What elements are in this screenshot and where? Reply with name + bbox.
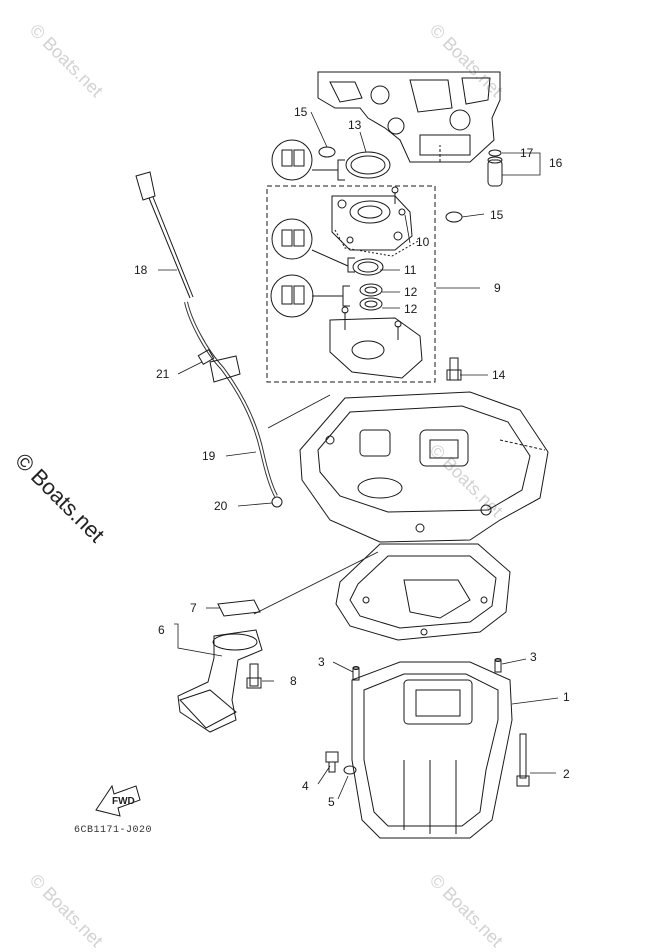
callout-5: 5 — [328, 795, 335, 809]
washer-5 — [343, 765, 357, 775]
fwd-arrow-icon: FWD — [95, 784, 141, 817]
bolt-2 — [516, 733, 530, 787]
fwd-label: FWD — [112, 796, 135, 807]
strainer-gasket-7 — [217, 599, 261, 617]
callout-19: 19 — [202, 449, 216, 463]
callout-1: 1 — [563, 690, 570, 704]
callout-9: 9 — [494, 281, 501, 295]
diagram-code: 6CB1171-J020 — [74, 825, 153, 836]
seal-detail-inset-1 — [271, 139, 313, 181]
oil-seal-12-b — [359, 297, 383, 311]
parts-diagram-canvas: © Boats.net © Boats.net © Boats.net © Bo… — [10, 20, 570, 951]
callout-3-left: 3 — [318, 655, 325, 669]
callout-labels: 1 2 3 3 4 5 6 7 8 9 10 11 12 12 13 14 15… — [134, 105, 570, 809]
callout-6: 6 — [158, 623, 165, 637]
dipstick-18 — [135, 171, 194, 299]
callout-16: 16 — [549, 156, 563, 170]
gasket — [335, 543, 511, 641]
dowel-pin-3-left — [352, 666, 360, 681]
callout-21: 21 — [156, 367, 170, 381]
callout-11: 11 — [404, 263, 417, 277]
oil-seal-13 — [345, 151, 391, 179]
callout-20: 20 — [214, 499, 228, 513]
callout-7: 7 — [190, 601, 197, 615]
oil-seal-11 — [352, 258, 384, 276]
oil-seal-12-a — [359, 283, 383, 297]
oil-pump-cover — [331, 186, 421, 257]
seal-detail-inset-2 — [271, 218, 313, 260]
bolt-21 — [197, 348, 215, 366]
o-ring-20 — [271, 496, 283, 508]
callout-17: 17 — [520, 146, 534, 160]
o-ring-15-right — [445, 211, 463, 223]
dipstick-guide-19 — [184, 301, 278, 497]
bolt-14 — [446, 357, 462, 381]
callout-10: 10 — [416, 235, 430, 249]
oil-pan-1 — [351, 661, 513, 839]
oil-strainer-6 — [177, 629, 263, 733]
callout-12-lower: 12 — [404, 302, 418, 316]
callout-8: 8 — [290, 674, 297, 688]
callout-15-right: 15 — [490, 208, 504, 222]
dowel-pin-16-17 — [487, 149, 503, 187]
callout-13: 13 — [348, 118, 362, 132]
callout-3-right: 3 — [530, 650, 537, 664]
exhaust-guide-plate — [299, 391, 549, 543]
bracket-11 — [347, 257, 355, 273]
assembly-group-9-box — [266, 185, 436, 383]
callout-15-upper: 15 — [294, 105, 308, 119]
bolt-8 — [246, 663, 262, 689]
leader-lines — [158, 111, 559, 800]
bracket-12 — [342, 285, 350, 307]
callout-18: 18 — [134, 263, 148, 277]
powerhead-block — [317, 71, 501, 163]
callout-2: 2 — [563, 767, 570, 781]
callout-12-upper: 12 — [404, 285, 418, 299]
o-ring-15-upper — [318, 146, 336, 158]
callout-14: 14 — [492, 368, 506, 382]
exploded-parts-drawing: FWD — [95, 71, 570, 839]
seal-detail-inset-3 — [270, 274, 314, 318]
leader-inset-2 — [311, 249, 349, 267]
callout-4: 4 — [302, 779, 309, 793]
oil-pump-housing — [329, 306, 423, 379]
dowel-pin-3-right — [494, 658, 502, 673]
bracket-13 — [337, 159, 345, 181]
